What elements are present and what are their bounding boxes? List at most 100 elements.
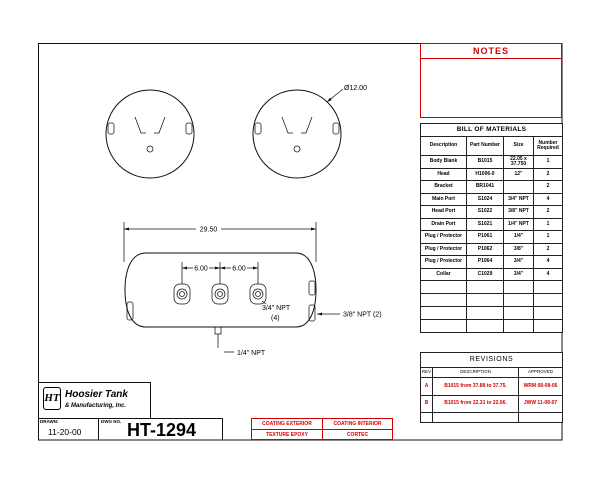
company-logo-icon: HT bbox=[43, 387, 61, 410]
table-row: Head Port S1022 3/8" NPT 2 bbox=[420, 205, 563, 219]
bom-size: 3/4" bbox=[503, 267, 534, 281]
bom-size: 3/8" NPT bbox=[503, 205, 534, 219]
bom-part-number: H1006-0 bbox=[466, 167, 504, 181]
bom-description: Body Blank bbox=[420, 155, 467, 169]
drawn-date: 11-20-00 bbox=[48, 427, 82, 437]
company-name: Hoosier Tank bbox=[65, 389, 128, 400]
bom-size: 1/4" bbox=[503, 230, 534, 244]
bom-header-number-required: Number Required bbox=[533, 136, 563, 156]
head-port-left bbox=[126, 301, 134, 321]
coating-exterior-value: TEXTURE EPOXY bbox=[266, 432, 308, 438]
main-port-count: (4) bbox=[271, 315, 280, 322]
bom-quantity: 1 bbox=[533, 230, 563, 244]
bom-part-number: C1029 bbox=[466, 267, 504, 281]
tank-head-outline bbox=[105, 89, 195, 179]
spacing-label-2: 6.00 bbox=[232, 266, 246, 273]
bom-description: Bracket bbox=[420, 180, 467, 194]
drawn-label: DRAWN: bbox=[40, 419, 59, 424]
bom-size: 12" bbox=[503, 167, 534, 181]
coating-exterior-box: COATING EXTERIOR TEXTURE EPOXY bbox=[251, 418, 323, 440]
drain-port bbox=[293, 145, 301, 153]
bom-title: BILL OF MATERIALS bbox=[420, 123, 563, 137]
table-row: A B1015 from 37.88 to 37.75. WRM 08-08-0… bbox=[420, 377, 564, 396]
bom-part-number: S1022 bbox=[466, 205, 504, 219]
bracket-right bbox=[154, 116, 166, 134]
spacing-label-1: 6.00 bbox=[194, 266, 208, 273]
revision-description: B1015 from 22.31 to 22.06. bbox=[432, 395, 519, 413]
table-row: Body Blank B1015 22.05 x 37.750 1 bbox=[420, 155, 563, 169]
drain-port bbox=[214, 326, 222, 335]
table-row-empty bbox=[420, 280, 563, 294]
bracket-left bbox=[134, 116, 146, 134]
table-row-empty bbox=[420, 306, 563, 320]
bom-quantity: 4 bbox=[533, 192, 563, 206]
bom-description: Collar bbox=[420, 267, 467, 281]
revision-letter: B bbox=[420, 395, 433, 413]
bom-part-number: P1062 bbox=[466, 242, 504, 256]
bom-part-number: P1064 bbox=[466, 255, 504, 269]
bom-quantity: 2 bbox=[533, 205, 563, 219]
bom-size bbox=[503, 180, 534, 194]
side-port-left bbox=[254, 122, 262, 135]
revisions-header-rev: REV bbox=[420, 367, 433, 378]
drain-port bbox=[146, 145, 154, 153]
bom-quantity: 4 bbox=[533, 255, 563, 269]
bill-of-materials-table: BILL OF MATERIALS Description Part Numbe… bbox=[420, 123, 563, 333]
diameter-label: Ø12.00 bbox=[344, 85, 367, 92]
table-row: Collar C1029 3/4" 4 bbox=[420, 267, 563, 281]
company-subtitle: & Manufacturing, Inc. bbox=[65, 403, 127, 409]
table-row: Plug / Protector P1062 3/8" 2 bbox=[420, 242, 563, 256]
revisions-header-row: REV DESCRIPTION APPROVED bbox=[420, 367, 564, 378]
bom-description: Plug / Protector bbox=[420, 230, 467, 244]
main-port bbox=[173, 283, 191, 305]
length-dimension-label: 29.50 bbox=[200, 227, 218, 234]
head-port-label: 3/8" NPT (2) bbox=[343, 312, 382, 319]
table-row: Bracket BR1041 2 bbox=[420, 180, 563, 194]
table-row: Plug / Protector P1064 3/4" 4 bbox=[420, 255, 563, 269]
drawing-number-label: DWG NO. bbox=[101, 419, 122, 424]
tank-shell-outline bbox=[124, 252, 317, 328]
table-row: Drain Port S1021 1/4" NPT 1 bbox=[420, 217, 563, 231]
main-port-leader bbox=[261, 300, 267, 305]
table-row-empty bbox=[420, 319, 563, 333]
bom-description: Head bbox=[420, 167, 467, 181]
table-row-empty bbox=[420, 412, 564, 423]
diameter-leader bbox=[326, 88, 344, 103]
revisions-header-approved: APPROVED bbox=[517, 367, 564, 378]
head-port-right-lower bbox=[308, 304, 316, 322]
main-port-label: 3/4" NPT bbox=[262, 305, 291, 312]
table-row: Plug / Protector P1061 1/4" 1 bbox=[420, 230, 563, 244]
side-view: 29.50 6.00 6.00 3/4" NPT (4) bbox=[123, 222, 382, 357]
bom-size: 1/4" NPT bbox=[503, 217, 534, 231]
bom-size: 3/8" bbox=[503, 242, 534, 256]
bracket-left bbox=[281, 116, 293, 134]
side-port-right bbox=[332, 122, 340, 135]
bom-description: Plug / Protector bbox=[420, 242, 467, 256]
revision-letter: A bbox=[420, 377, 433, 396]
revisions-header-description: DESCRIPTION bbox=[432, 367, 519, 378]
coating-interior-value: CORTEC bbox=[346, 432, 369, 438]
coating-exterior-label: COATING EXTERIOR bbox=[252, 419, 322, 430]
bom-quantity: 2 bbox=[533, 242, 563, 256]
coating-interior-box: COATING INTERIOR CORTEC bbox=[322, 418, 393, 440]
bom-part-number: S1021 bbox=[466, 217, 504, 231]
bom-header-row: Description Part Number Size Number Requ… bbox=[420, 136, 563, 156]
revisions-table: REVISIONS REV DESCRIPTION APPROVED A B10… bbox=[419, 352, 564, 423]
drawing-number: HT-1294 bbox=[127, 420, 197, 440]
table-row: Main Port S1024 3/4" NPT 4 bbox=[420, 192, 563, 206]
table-row: B B1015 from 22.31 to 22.06. JWW 11-08-0… bbox=[420, 395, 564, 413]
bom-description: Plug / Protector bbox=[420, 255, 467, 269]
bom-quantity: 1 bbox=[533, 217, 563, 231]
coating-interior-label: COATING INTERIOR bbox=[323, 419, 392, 430]
bom-quantity: 2 bbox=[533, 180, 563, 194]
revision-description: B1015 from 37.88 to 37.75. bbox=[432, 377, 519, 396]
bom-header-size: Size bbox=[503, 136, 534, 156]
bom-quantity: 1 bbox=[533, 155, 563, 169]
bom-size: 3/4" NPT bbox=[503, 192, 534, 206]
bom-header-part-number: Part Number bbox=[466, 136, 504, 156]
bom-part-number: BR1041 bbox=[466, 180, 504, 194]
tank-head-outline bbox=[252, 89, 342, 179]
table-row-empty bbox=[420, 293, 563, 307]
table-row: Head H1006-0 12" 2 bbox=[420, 167, 563, 181]
